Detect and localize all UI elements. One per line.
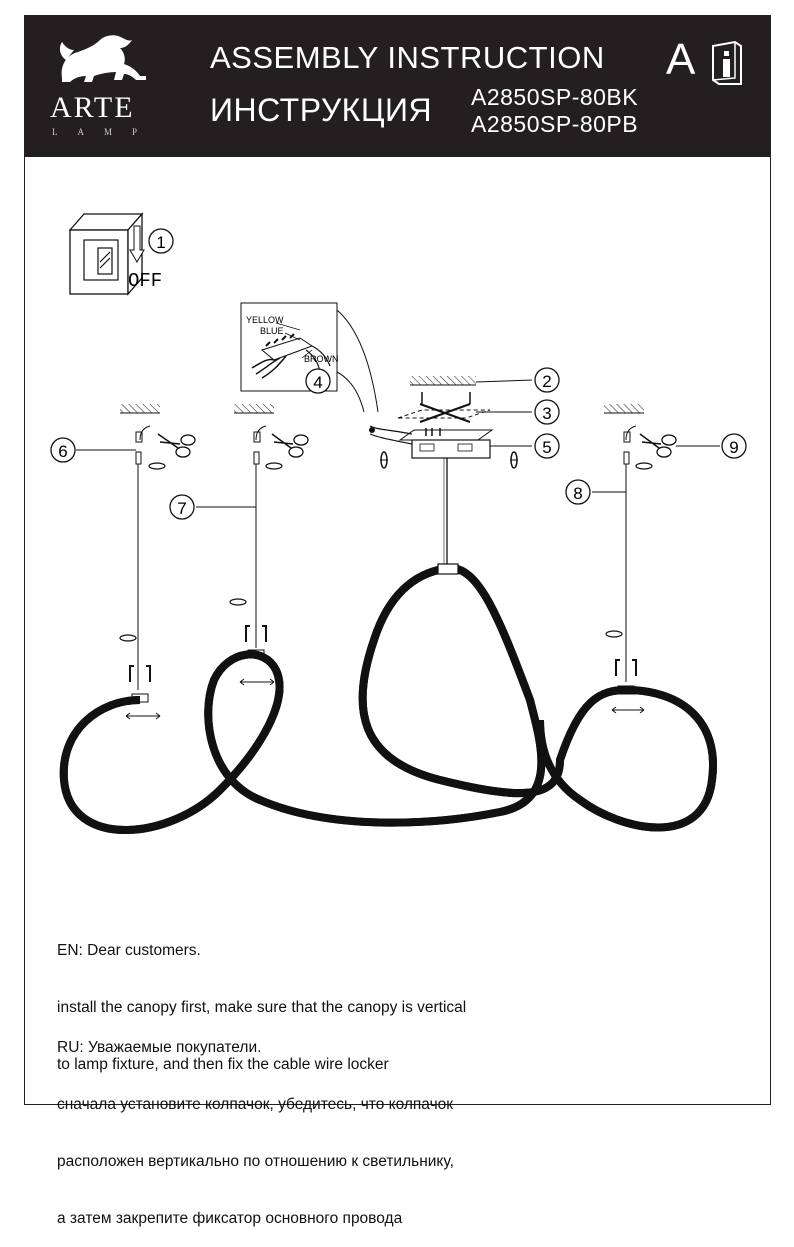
model-number-pb: A2850SP-80PB bbox=[471, 111, 639, 137]
step-5-marker bbox=[534, 433, 560, 459]
scissors-icon-1 bbox=[157, 433, 196, 458]
assembly-diagram: 1 OFF YELLOW BLUE BROWN 4 2 3 5 bbox=[50, 212, 747, 900]
note-en-line-1: install the canopy first, make sure that… bbox=[57, 999, 467, 1016]
step-7-marker bbox=[169, 494, 195, 520]
note-ru-line-1: сначала установите колпачок, убедитесь, … bbox=[57, 1096, 454, 1113]
rotate-icon-4 bbox=[229, 598, 247, 606]
step-8-marker bbox=[565, 479, 591, 505]
brand-name: ARTE bbox=[50, 91, 135, 124]
switch-off-label: OFF bbox=[128, 270, 162, 292]
scissors-icon-2 bbox=[271, 433, 309, 458]
step-3-marker bbox=[534, 399, 560, 425]
scissors-icon-3 bbox=[639, 433, 677, 458]
led-tube-loop bbox=[64, 563, 713, 830]
page-border bbox=[24, 15, 771, 1105]
step-9-number: 9 bbox=[729, 438, 738, 457]
arrow-down-icon bbox=[129, 225, 145, 263]
rotate-icon-1 bbox=[148, 462, 166, 470]
step-1-number: 1 bbox=[156, 233, 165, 252]
step-2-marker bbox=[534, 367, 560, 393]
step-7-number: 7 bbox=[177, 499, 186, 518]
step-8-number: 8 bbox=[573, 484, 582, 503]
note-russian: RU: Уважаемые покупатели. сначала устано… bbox=[57, 1000, 454, 1247]
brand-subtitle: LAMP bbox=[52, 127, 158, 137]
title-english: ASSEMBLY INSTRUCTION bbox=[210, 40, 605, 75]
header-bar bbox=[25, 16, 770, 157]
screw-left-icon bbox=[380, 451, 388, 469]
step-6-number: 6 bbox=[58, 442, 67, 461]
model-number-bk: A2850SP-80BK bbox=[471, 84, 639, 110]
step-3-number: 3 bbox=[542, 404, 551, 423]
note-ru-line-3: а затем закрепите фиксатор основного про… bbox=[57, 1210, 403, 1227]
ceiling-hatch-left-1 bbox=[120, 404, 160, 413]
wire-label-brown: BROWN bbox=[304, 354, 339, 364]
ceiling-hatch-right bbox=[604, 404, 644, 413]
step-2-number: 2 bbox=[542, 372, 551, 391]
category-letter: A bbox=[666, 35, 696, 84]
wiring-pointer-line bbox=[336, 309, 379, 413]
info-book-icon: i bbox=[712, 40, 742, 86]
step-4-marker bbox=[305, 368, 331, 394]
step-9-marker bbox=[721, 433, 747, 459]
step-5-number: 5 bbox=[542, 438, 551, 457]
terminal-block-icon bbox=[251, 333, 331, 379]
title-russian: ИНСТРУКЦИЯ bbox=[210, 92, 433, 128]
wire-label-blue: BLUE bbox=[260, 326, 284, 336]
note-ru-line-2: расположен вертикально по отношению к св… bbox=[57, 1153, 454, 1170]
rotate-icon-2 bbox=[119, 634, 137, 642]
step-4-number: 4 bbox=[313, 373, 322, 392]
note-en-heading: EN: Dear customers. bbox=[57, 942, 201, 959]
note-english: EN: Dear customers. install the canopy f… bbox=[57, 903, 466, 1093]
wire-label-yellow: YELLOW bbox=[246, 315, 284, 325]
tube-center-mount bbox=[437, 563, 459, 575]
rotate-icon-3 bbox=[265, 462, 283, 470]
note-en-line-2: to lamp fixture, and then fix the cable … bbox=[57, 1056, 389, 1073]
brand-logo-icon bbox=[59, 35, 147, 82]
step-6-marker bbox=[50, 437, 76, 463]
rotate-icon-5 bbox=[635, 462, 653, 470]
ceiling-hatch-left-2 bbox=[234, 404, 274, 413]
step-1-marker bbox=[148, 228, 174, 254]
mounting-bracket-icon bbox=[397, 403, 491, 423]
canopy-icon bbox=[398, 428, 494, 459]
rotate-icon-6 bbox=[605, 630, 623, 638]
screw-right-icon bbox=[510, 451, 518, 469]
ceiling-hatch-center bbox=[410, 376, 476, 385]
note-ru-heading: RU: Уважаемые покупатели. bbox=[57, 1039, 262, 1056]
